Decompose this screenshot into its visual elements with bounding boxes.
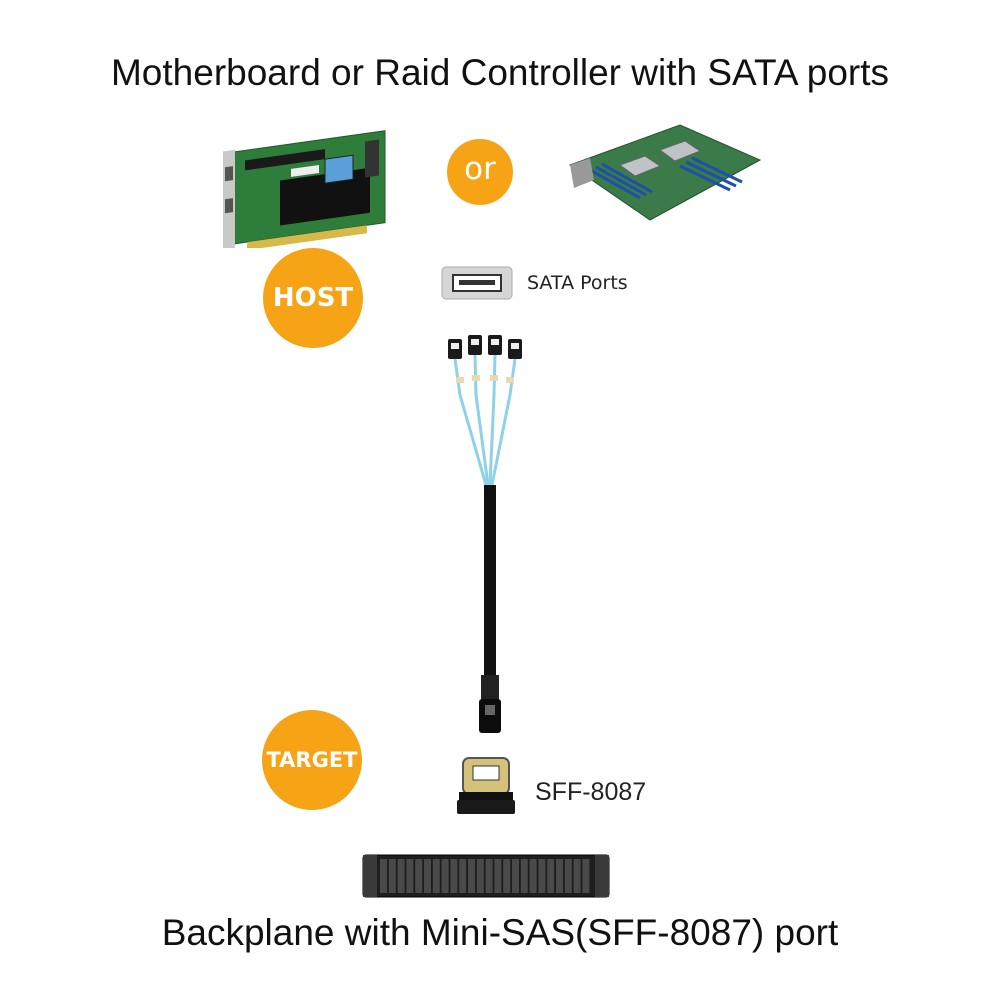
drive-bay xyxy=(494,859,502,893)
drive-bay xyxy=(388,859,396,893)
drive-bay xyxy=(441,859,449,893)
host-badge: HOST xyxy=(263,248,363,348)
page-title: Motherboard or Raid Controller with SATA… xyxy=(110,52,889,93)
drive-bay xyxy=(547,859,555,893)
drive-bay xyxy=(529,859,537,893)
drive-bay xyxy=(415,859,423,893)
drive-bay xyxy=(450,859,458,893)
raid-controller-card-icon xyxy=(223,130,386,248)
drive-bay xyxy=(397,859,405,893)
backplane-icon xyxy=(362,854,610,898)
sff-8087-connector-icon xyxy=(457,757,515,814)
target-badge: TARGET xyxy=(262,710,362,810)
drive-bay xyxy=(424,859,431,893)
drive-bay xyxy=(503,859,511,893)
sata-ports-label: SATA Ports xyxy=(527,272,628,294)
drive-bay xyxy=(573,859,581,893)
or-badge: or xyxy=(447,139,513,205)
drive-bay xyxy=(459,859,467,893)
drive-bay xyxy=(564,859,572,893)
drive-bay xyxy=(406,859,414,893)
drive-bay xyxy=(538,859,546,893)
mini-sas-breakout-cable-icon xyxy=(448,335,522,733)
drive-bay xyxy=(432,859,440,893)
drive-bay xyxy=(468,859,475,893)
drive-bay xyxy=(512,859,519,893)
sff-8087-label: SFF-8087 xyxy=(535,778,647,806)
drive-bay xyxy=(582,859,590,893)
drive-bay xyxy=(380,859,387,893)
sata-port-icon xyxy=(441,266,513,300)
motherboard-icon xyxy=(568,124,762,221)
drive-bay xyxy=(556,859,563,893)
drive-bay xyxy=(485,859,493,893)
drive-bay xyxy=(476,859,484,893)
footer-title: Backplane with Mini-SAS(SFF-8087) port xyxy=(161,912,839,953)
drive-bay xyxy=(520,859,528,893)
